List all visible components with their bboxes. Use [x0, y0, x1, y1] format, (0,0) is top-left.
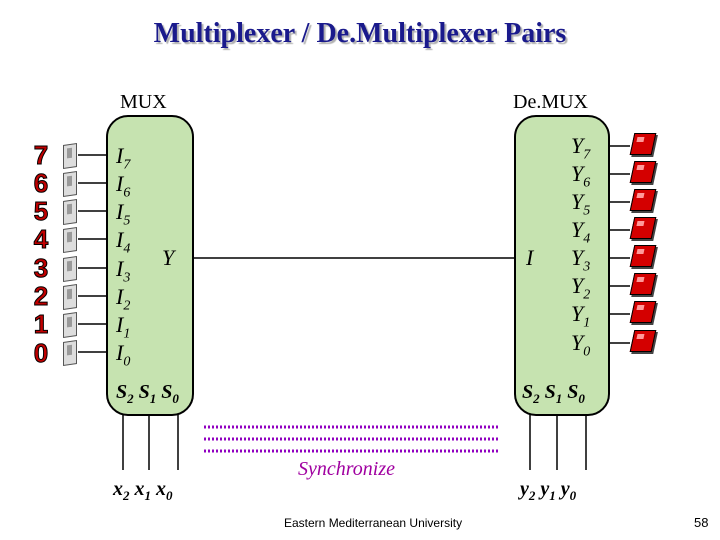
toggle-switch-icon[interactable]	[63, 284, 77, 310]
synchronize-label: Synchronize	[298, 458, 396, 480]
demux-output-label: Y5	[571, 189, 591, 219]
mux-input-label: I0	[116, 340, 131, 370]
indicator-lamp-icon	[629, 189, 657, 211]
toggle-switch-icon[interactable]	[63, 199, 77, 225]
indicator-lamp-icon	[629, 330, 657, 352]
toggle-switch-icon[interactable]	[63, 143, 77, 169]
indicator-lamp-icon	[629, 273, 657, 295]
input-digit: 6	[33, 168, 49, 198]
mux-input-label: I7	[116, 143, 131, 173]
indicator-lamp-icon	[629, 217, 657, 239]
mux-input-label: I2	[116, 284, 131, 314]
toggle-switch-icon[interactable]	[63, 340, 77, 366]
input-digit: 5	[33, 196, 49, 226]
demux-output-label: Y6	[571, 161, 591, 191]
demux-output-label: Y7	[571, 133, 591, 163]
synchronize-lines	[204, 425, 500, 453]
demux-output-label: Y3	[571, 245, 591, 275]
input-digit: 0	[33, 338, 49, 368]
toggle-switch-icon[interactable]	[63, 227, 77, 253]
input-digit: 4	[33, 224, 49, 254]
footer-text: Eastern Mediterranean University	[284, 516, 463, 530]
mux-block	[106, 115, 194, 416]
input-digit: 7	[33, 140, 49, 170]
mux-input-label: I3	[116, 256, 131, 286]
indicator-lamp-icon	[629, 245, 657, 267]
toggle-switch-icon[interactable]	[63, 171, 77, 197]
demux-output-label: Y4	[571, 217, 591, 247]
mux-input-label: I4	[116, 227, 131, 257]
mux-select-inputs: x2 x1 x0	[113, 478, 173, 503]
mux-input-label: I1	[116, 312, 131, 342]
indicator-lamp-icon	[629, 133, 657, 155]
demux-output-label: Y0	[571, 330, 591, 360]
demux-select-inputs: y2 y1 y0	[520, 478, 577, 503]
mux-label: MUX	[120, 91, 167, 113]
toggle-switch-icon[interactable]	[63, 312, 77, 338]
demux-output-label: Y2	[571, 273, 591, 303]
mux-input-label: I5	[116, 199, 131, 229]
demux-label: De.MUX	[513, 91, 588, 113]
toggle-switch-icon[interactable]	[63, 256, 77, 282]
page-number: 58	[694, 515, 709, 530]
indicator-lamp-icon	[629, 301, 657, 323]
input-digit: 1	[33, 309, 49, 339]
demux-block	[514, 115, 610, 416]
input-digit: 2	[33, 281, 49, 311]
input-digit: 3	[33, 253, 49, 283]
slide-title: Multiplexer / De.Multiplexer Pairs	[153, 18, 567, 49]
indicator-lamp-icon	[629, 161, 657, 183]
demux-output-label: Y1	[571, 301, 591, 331]
demux-select-labels: S2 S1 S0	[522, 381, 585, 406]
mux-output-label: Y	[162, 245, 175, 270]
mux-input-label: I6	[116, 171, 131, 201]
mux-select-labels: S2 S1 S0	[116, 381, 179, 406]
demux-input-label: I	[526, 245, 534, 270]
